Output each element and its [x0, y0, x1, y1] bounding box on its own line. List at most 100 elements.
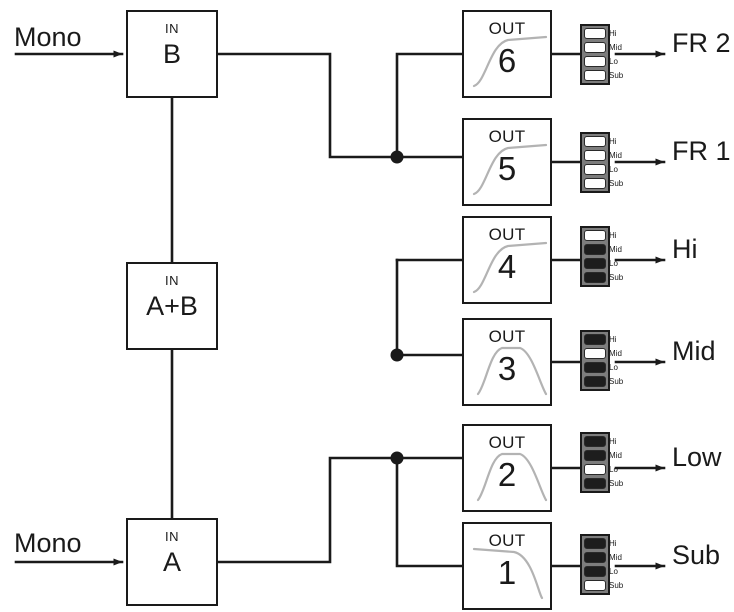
output-5-kicker: OUT	[488, 127, 526, 146]
junction-dots	[390, 150, 404, 465]
meter-slot-label: Hi	[609, 538, 617, 548]
meter-slot-label: Mid	[609, 450, 622, 460]
meter-slot-label: Sub	[609, 178, 624, 188]
junction-ab-bus	[390, 348, 404, 362]
meter-slot-hi-inactive[interactable]: Hi	[584, 436, 617, 447]
input-b-name: B	[162, 39, 181, 69]
filter-curve-band-pass-icon	[476, 346, 548, 396]
output-1-kicker: OUT	[488, 531, 526, 550]
filter-curve-high-pass-icon	[472, 35, 548, 88]
meter-slot-lo-active[interactable]: Lo	[584, 56, 618, 67]
meter-slot-sub-inactive[interactable]: Sub	[584, 478, 623, 489]
output-3-number: 3	[497, 350, 517, 387]
meter-slot-lo-active[interactable]: Lo	[584, 164, 618, 175]
meter-slot-sub-active[interactable]: Sub	[584, 580, 623, 591]
wire-bus-to-out-6	[395, 52, 464, 159]
input-ab-name: A+B	[146, 291, 198, 321]
output-4-number: 4	[497, 248, 517, 285]
meter-slot-mid-inactive[interactable]: Mid	[584, 450, 622, 461]
input-block-b[interactable]: IN B	[126, 10, 218, 98]
meter-slot-label: Mid	[609, 42, 622, 52]
input-a-name: A	[162, 547, 181, 577]
meter-slot-hi-inactive[interactable]: Hi	[584, 334, 617, 345]
meter-slot-label: Mid	[609, 244, 622, 254]
meter-slot-label: Sub	[609, 272, 624, 282]
output-block-6[interactable]: OUT 6	[462, 10, 552, 98]
destination-label-sub: Sub	[672, 540, 721, 570]
meter-slot-label: Lo	[609, 566, 618, 576]
meter-slot-mid-inactive[interactable]: Mid	[584, 552, 622, 563]
output-4-kicker: OUT	[488, 225, 526, 244]
output-6-number: 6	[497, 42, 517, 79]
meter-slot-label: Hi	[609, 230, 617, 240]
destination-label-hi: Hi	[672, 234, 698, 264]
meter-slot-label: Lo	[609, 464, 618, 474]
meter-slot-label: Hi	[609, 436, 617, 446]
output-block-4[interactable]: OUT 4	[462, 216, 552, 304]
meter-slot-label: Lo	[609, 56, 618, 66]
meter-slot-label: Lo	[609, 362, 618, 372]
meter-slot-mid-active[interactable]: Mid	[584, 42, 622, 53]
output-1-number: 1	[497, 554, 517, 591]
wire-in-a-to-bus	[216, 456, 399, 564]
destination-label-mid: Mid	[672, 336, 716, 366]
meter-slot-lo-inactive[interactable]: Lo	[584, 258, 618, 269]
filter-curve-high-pass-icon	[472, 241, 548, 294]
output-3-kicker: OUT	[488, 327, 526, 346]
output-5-number: 5	[497, 150, 517, 187]
meter-slot-label: Sub	[609, 478, 624, 488]
meter-slot-sub-inactive[interactable]: Sub	[584, 376, 623, 387]
output-block-3[interactable]: OUT 3	[462, 318, 552, 406]
meter-slot-mid-active[interactable]: Mid	[584, 150, 622, 161]
filter-curve-band-pass-icon	[476, 452, 548, 502]
input-block-ab[interactable]: IN A+B	[126, 262, 218, 350]
junction-a-bus	[390, 451, 404, 465]
destination-label-fr-1: FR 1	[672, 136, 731, 166]
meter-slot-sub-inactive[interactable]: Sub	[584, 272, 623, 283]
meter-slot-lo-active[interactable]: Lo	[584, 464, 618, 475]
meter-slot-label: Mid	[609, 348, 622, 358]
meter-slot-lo-inactive[interactable]: Lo	[584, 566, 618, 577]
input-b-kicker: IN	[165, 21, 179, 36]
meter-slot-hi-inactive[interactable]: Hi	[584, 538, 617, 549]
input-ab-kicker: IN	[165, 273, 179, 288]
meter-slot-hi-active[interactable]: Hi	[584, 28, 617, 39]
meter-slot-label: Lo	[609, 258, 618, 268]
meter-slot-label: Sub	[609, 70, 624, 80]
output-block-1[interactable]: OUT 1	[462, 522, 552, 610]
meter-slot-mid-active[interactable]: Mid	[584, 348, 622, 359]
meter-slot-label: Mid	[609, 552, 622, 562]
wire-in-b-to-bus	[216, 52, 399, 159]
source-label-mono-b: Mono	[14, 22, 82, 52]
meter-slot-hi-active[interactable]: Hi	[584, 230, 617, 241]
output-block-5[interactable]: OUT 5	[462, 118, 552, 206]
filter-curve-low-pass-icon	[472, 547, 544, 600]
input-block-a[interactable]: IN A	[126, 518, 218, 606]
meter-slot-hi-active[interactable]: Hi	[584, 136, 617, 147]
output-6-kicker: OUT	[488, 19, 526, 38]
wire-a-bus-to-out-1	[395, 456, 464, 568]
meter-slot-label: Hi	[609, 136, 617, 146]
meter-slot-sub-active[interactable]: Sub	[584, 178, 623, 189]
meter-slot-label: Hi	[609, 28, 617, 38]
filter-curve-high-pass-icon	[472, 143, 548, 196]
meter-slot-label: Sub	[609, 376, 624, 386]
junction-b-bus	[390, 150, 404, 164]
meter-slot-sub-active[interactable]: Sub	[584, 70, 623, 81]
meter-slot-label: Hi	[609, 334, 617, 344]
output-2-number: 2	[497, 456, 517, 493]
meter-slot-mid-inactive[interactable]: Mid	[584, 244, 622, 255]
meter-slot-label: Sub	[609, 580, 624, 590]
destination-label-fr-2: FR 2	[672, 28, 731, 58]
input-a-kicker: IN	[165, 529, 179, 544]
meter-slot-lo-inactive[interactable]: Lo	[584, 362, 618, 373]
